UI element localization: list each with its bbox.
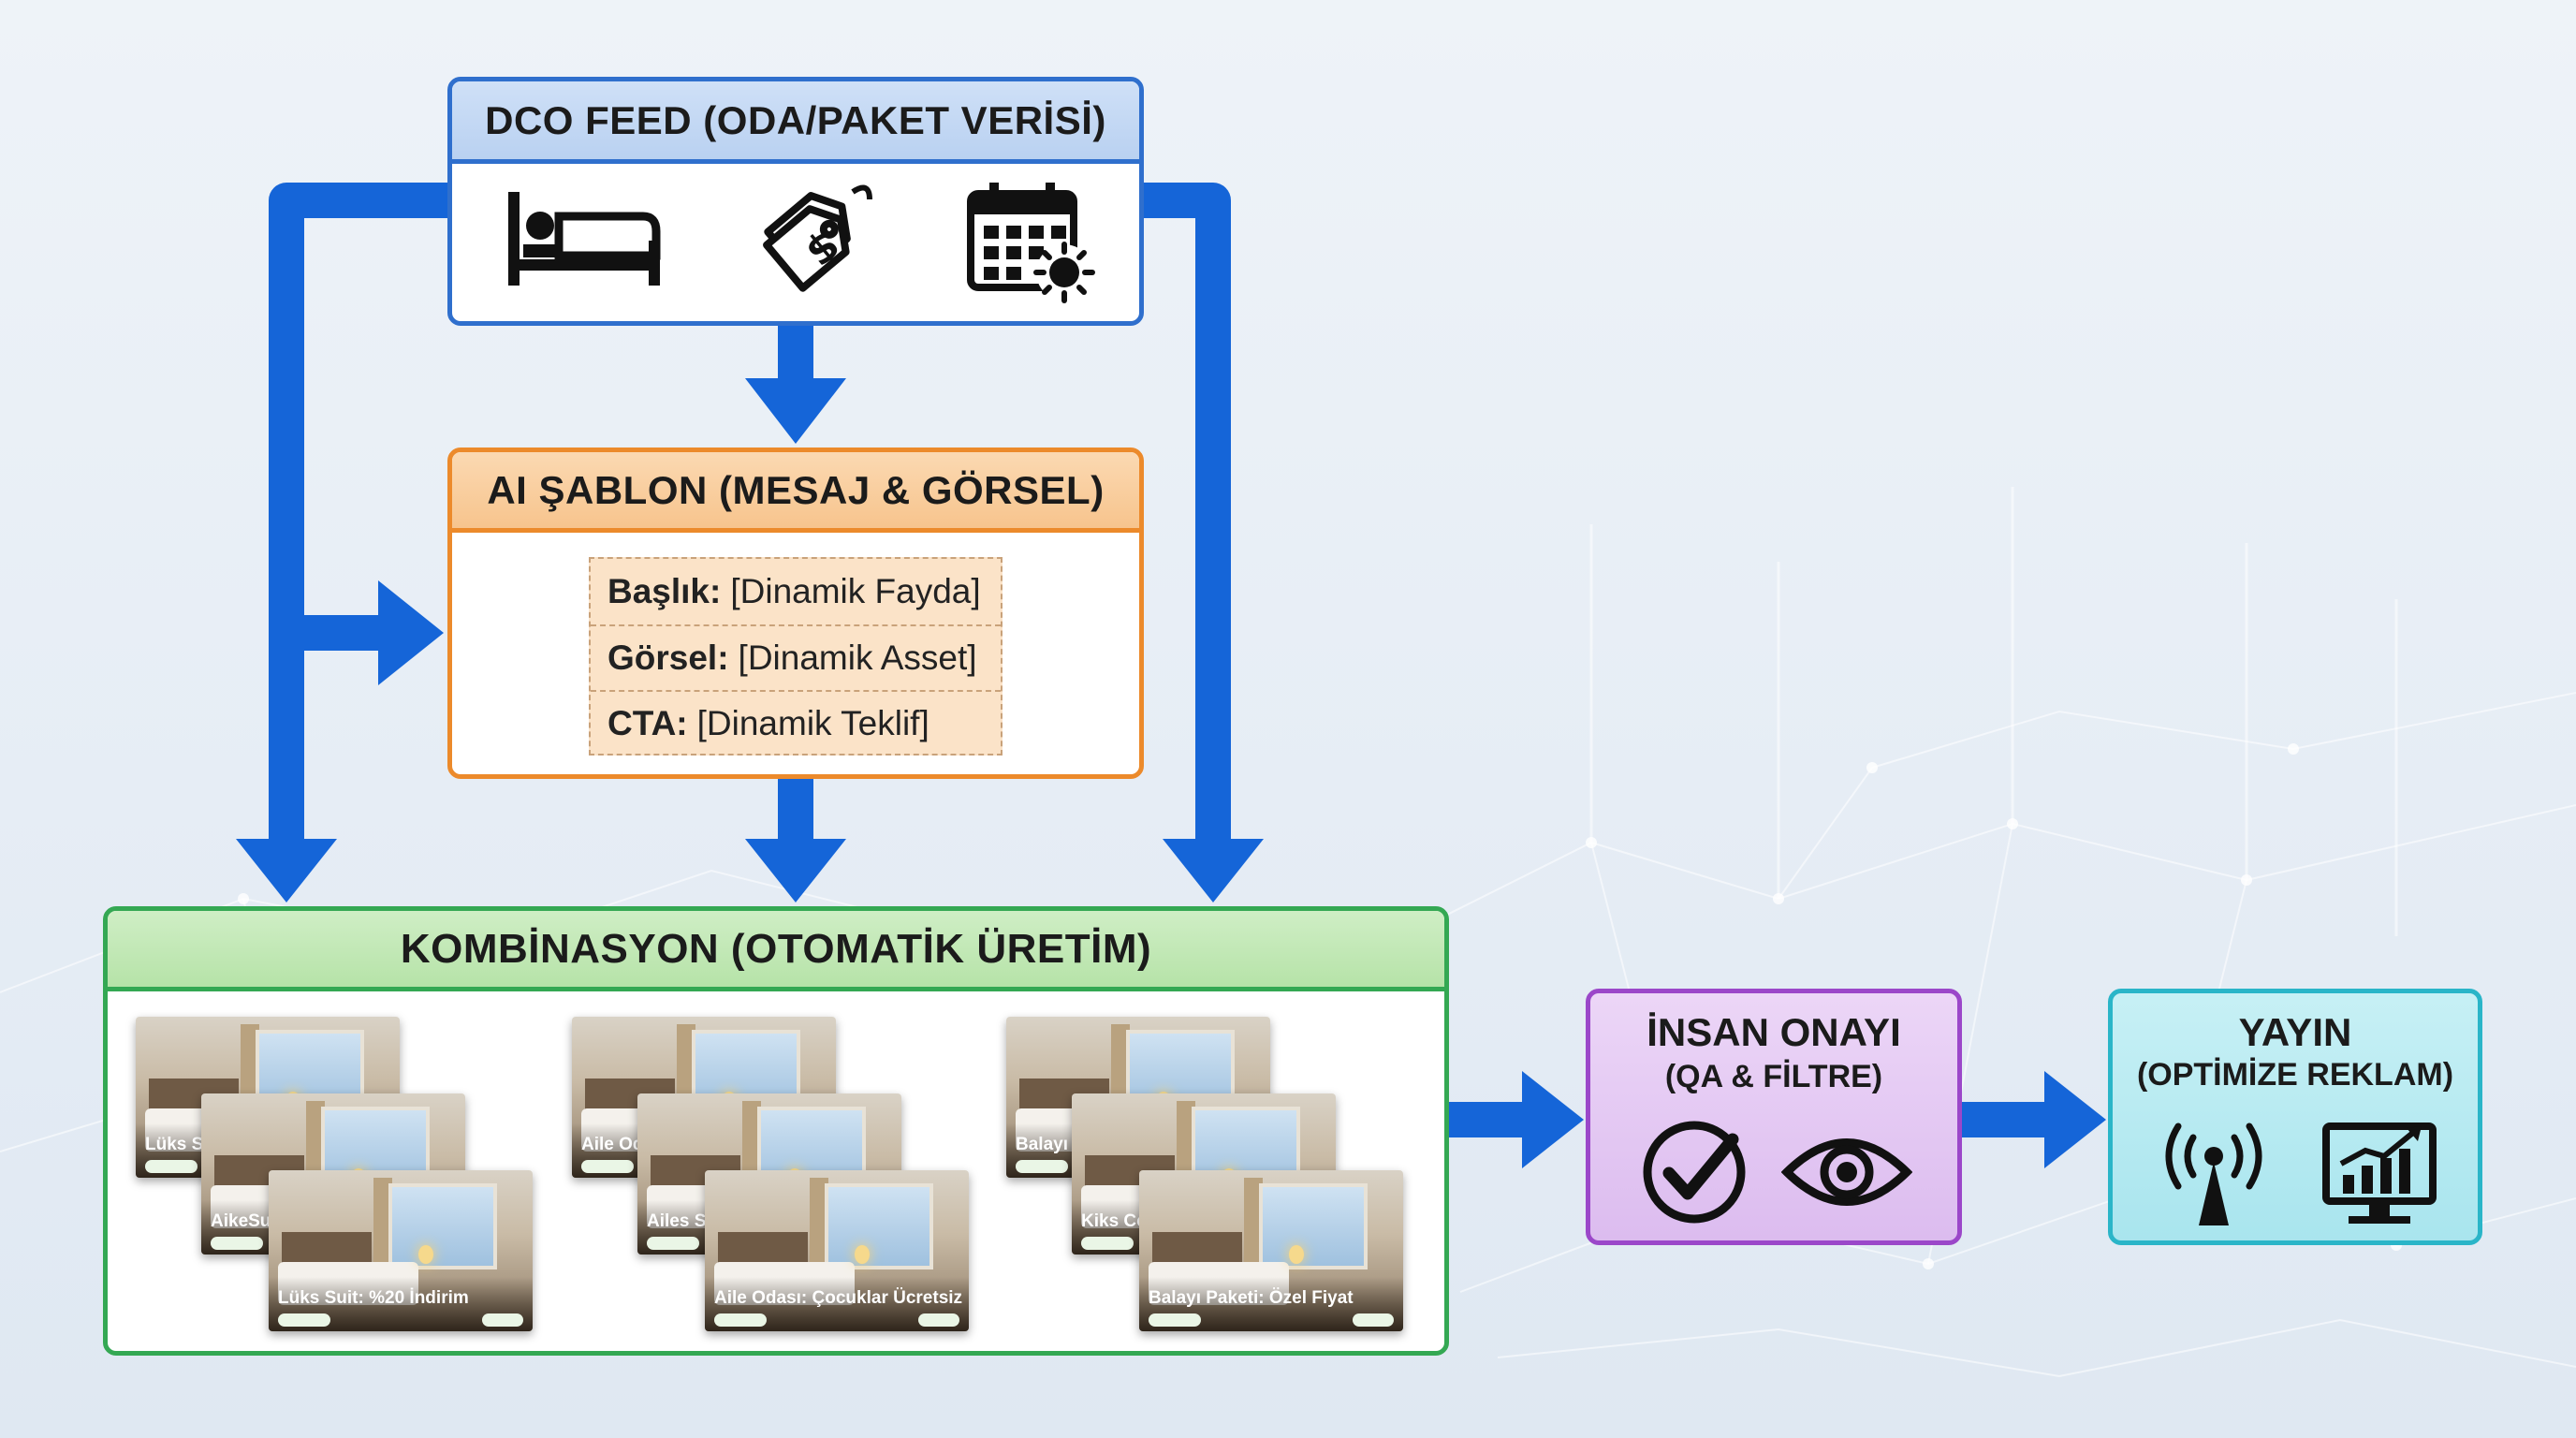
analytics-chart-icon xyxy=(2322,1123,2437,1224)
human-approval-box: İNSAN ONAYI (QA & FİLTRE) xyxy=(1586,989,1962,1245)
price-tag-icon: $ xyxy=(763,184,872,292)
arrowhead-to-template xyxy=(378,580,444,685)
field-row-visual: Görsel: [Dinamik Asset] xyxy=(591,624,1001,690)
ad-card-caption: Ailes S xyxy=(647,1211,707,1231)
ad-card-caption: Lüks Sui xyxy=(145,1135,220,1154)
ai-template-title: AI ŞABLON (MESAJ & GÖRSEL) xyxy=(452,452,1139,533)
ad-card-caption: Aile Od xyxy=(581,1135,644,1154)
ai-template-box: AI ŞABLON (MESAJ & GÖRSEL) Başlık: [Dina… xyxy=(447,448,1144,779)
ad-card-caption: Balayı F xyxy=(1016,1135,1084,1154)
publish-box: YAYIN (OPTİMİZE REKLAM) xyxy=(2108,989,2482,1245)
bed-icon xyxy=(508,192,661,286)
calendar-season-icon xyxy=(967,183,1095,303)
publish-title: YAYIN xyxy=(2238,1010,2352,1054)
ad-card-front: Balayı Paketi: Özel Fiyat xyxy=(1139,1170,1403,1331)
ad-card-caption: AikeSu xyxy=(211,1211,271,1231)
arrowhead-to-approval xyxy=(1522,1071,1584,1168)
checkmark-icon xyxy=(1643,1121,1746,1224)
field-key: CTA: xyxy=(607,704,688,742)
arrowhead-feed-to-template xyxy=(745,378,846,444)
dco-feed-box: DCO FEED (ODA/PAKET VERİSİ) $ xyxy=(447,77,1144,326)
feed-icon-row: $ xyxy=(452,164,1139,321)
arrowhead-right-to-combo xyxy=(1163,839,1264,902)
field-value: [Dinamik Teklif] xyxy=(696,704,929,742)
human-approval-title: İNSAN ONAYI xyxy=(1647,1010,1901,1054)
ad-card-caption: Lüks Suit: %20 İndirim xyxy=(278,1288,469,1308)
ad-card-caption: Kiks Cc xyxy=(1081,1211,1147,1231)
field-key: Görsel: xyxy=(607,638,729,677)
eye-icon xyxy=(1781,1138,1912,1206)
broadcast-icon xyxy=(2165,1123,2262,1225)
field-key: Başlık: xyxy=(607,572,722,610)
combination-box: KOMBİNASYON (OTOMATİK ÜRETİM) Lüks Sui A… xyxy=(103,906,1449,1356)
field-row-cta: CTA: [Dinamik Teklif] xyxy=(591,690,1001,756)
combination-title: KOMBİNASYON (OTOMATİK ÜRETİM) xyxy=(108,911,1444,991)
arrowhead-left-to-combo xyxy=(236,839,337,902)
dco-feed-title: DCO FEED (ODA/PAKET VERİSİ) xyxy=(452,81,1139,164)
ad-card-front: Aile Odası: Çocuklar Ücretsiz xyxy=(705,1170,969,1331)
feed-right-connector xyxy=(1144,183,1231,843)
feed-left-connector xyxy=(269,183,447,843)
field-row-headline: Başlık: [Dinamik Fayda] xyxy=(591,559,1001,624)
field-value: [Dinamik Fayda] xyxy=(730,572,981,610)
publish-subtitle: (OPTİMİZE REKLAM) xyxy=(2136,1057,2454,1093)
ad-card-front: Lüks Suit: %20 İndirim xyxy=(269,1170,533,1331)
field-value: [Dinamik Asset] xyxy=(738,638,977,677)
human-approval-subtitle: (QA & FİLTRE) xyxy=(1664,1059,1883,1094)
arrowhead-template-to-combo xyxy=(745,839,846,902)
ad-card-caption: Balayı Paketi: Özel Fiyat xyxy=(1149,1288,1354,1308)
ad-card-caption: Aile Odası: Çocuklar Ücretsiz xyxy=(714,1288,963,1308)
template-fields: Başlık: [Dinamik Fayda] Görsel: [Dinamik… xyxy=(589,557,1003,756)
arrowhead-to-publish xyxy=(2044,1071,2106,1168)
